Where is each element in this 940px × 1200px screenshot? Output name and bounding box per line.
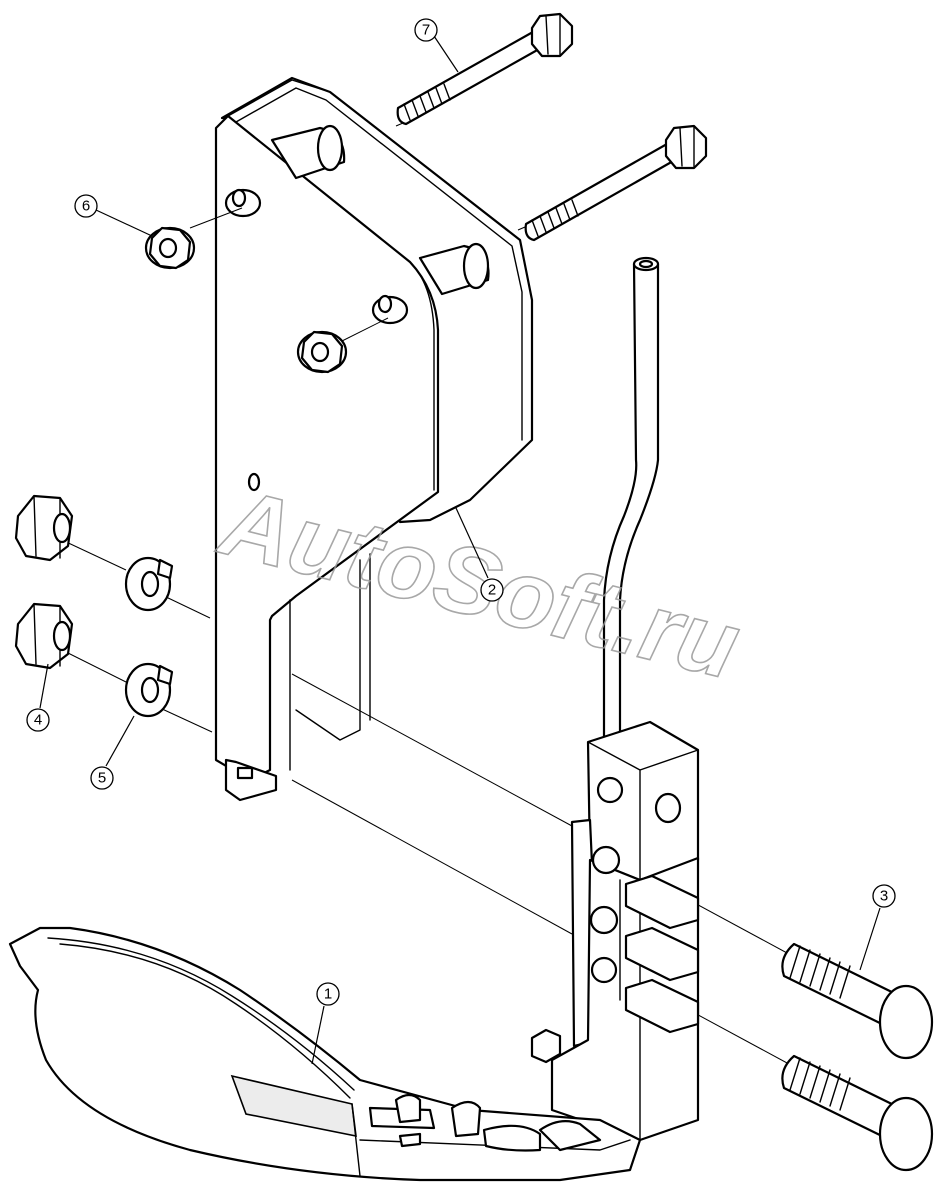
leader-lines xyxy=(39,35,881,1065)
callout-2: 2 xyxy=(480,578,504,602)
callout-label-2: 2 xyxy=(488,582,496,599)
callout-3: 3 xyxy=(872,884,896,908)
flange-nut-upper xyxy=(144,226,196,270)
callout-label-1: 1 xyxy=(324,986,332,1003)
mounting-bracket xyxy=(214,76,534,802)
callout-label-6: 6 xyxy=(82,198,90,215)
callout-5: 5 xyxy=(90,766,114,790)
lock-washer-lower xyxy=(124,662,174,718)
callout-4: 4 xyxy=(26,708,50,732)
handle-grip xyxy=(8,926,642,1182)
long-bolt-upper xyxy=(396,12,574,126)
callout-6: 6 xyxy=(74,194,98,218)
long-bolt-lower xyxy=(524,124,708,242)
carriage-bolt-upper xyxy=(781,942,934,1060)
carriage-bolt-lower xyxy=(781,1054,934,1172)
hex-nut-upper xyxy=(14,494,74,562)
hex-nut-lower xyxy=(14,602,74,670)
cable-clamp-block xyxy=(530,720,700,1142)
callout-1: 1 xyxy=(316,982,340,1006)
lock-washer-upper xyxy=(124,556,174,612)
callout-label-4: 4 xyxy=(34,712,42,729)
control-cable xyxy=(602,256,660,782)
callout-label-3: 3 xyxy=(880,888,888,905)
callout-label-5: 5 xyxy=(98,770,106,787)
flange-nut-lower xyxy=(296,330,348,374)
callout-label-7: 7 xyxy=(422,22,430,39)
callout-7: 7 xyxy=(414,18,438,42)
